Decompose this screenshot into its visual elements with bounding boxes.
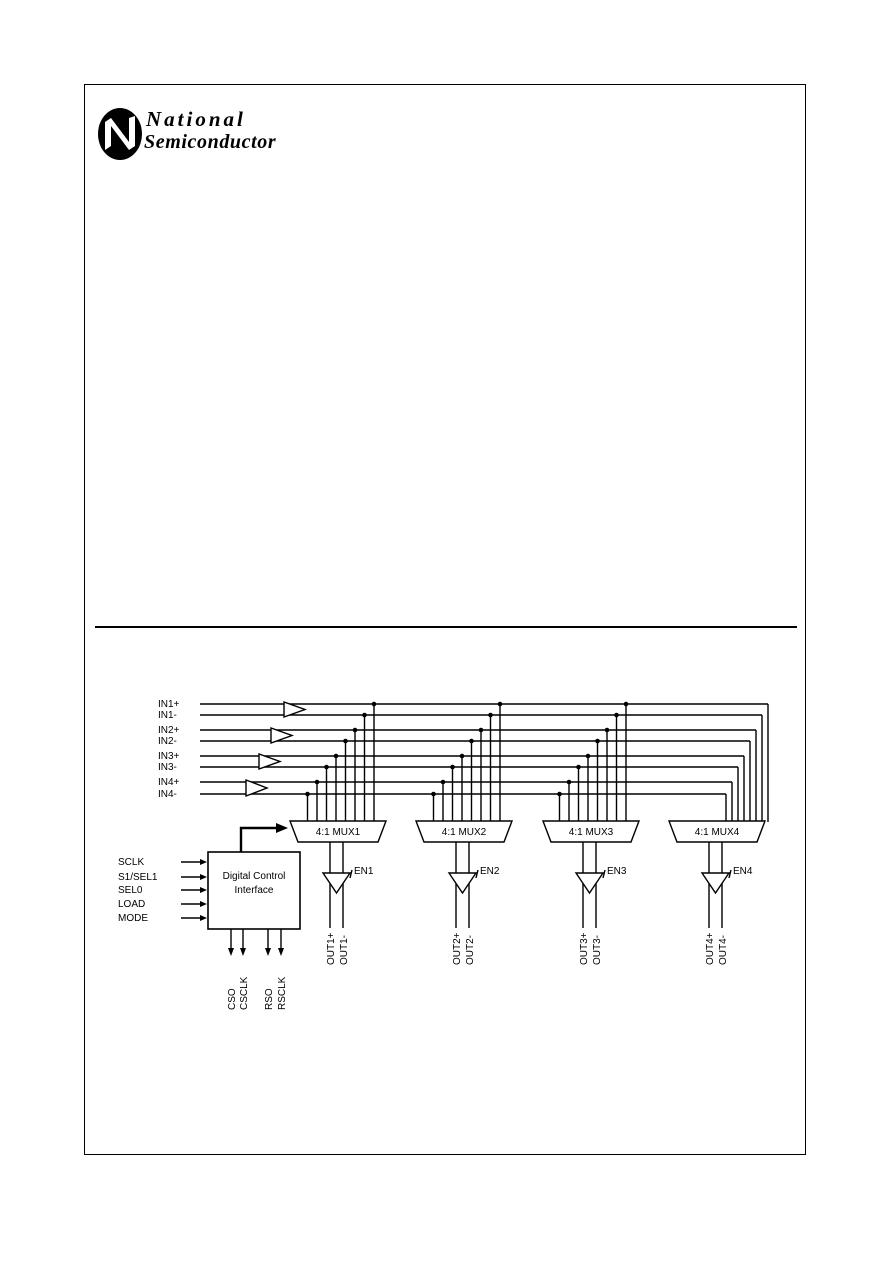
control-output-label-1: CSO — [227, 988, 238, 1010]
enable-label-1: EN1 — [354, 866, 374, 877]
junction-dot — [343, 738, 348, 744]
junction-dot — [450, 764, 455, 770]
junction-dot — [352, 727, 358, 733]
input-buffer-icon — [245, 778, 269, 798]
mux-4 — [667, 820, 767, 843]
arrowhead-icon — [265, 948, 271, 956]
control-output-label-4: RSCLK — [277, 976, 288, 1010]
junction-dot — [604, 727, 610, 733]
arrowhead-icon — [228, 948, 234, 956]
mux-label-4: 4:1 MUX4 — [695, 827, 740, 838]
output-buffer-icon — [700, 872, 731, 895]
junction-dot — [371, 701, 377, 707]
input-label-6: IN3- — [158, 762, 177, 773]
enable-label-3: EN3 — [607, 866, 627, 877]
control-bus-arrowhead — [276, 823, 288, 833]
control-output-label-3: RSO — [264, 988, 275, 1010]
output-label-pos-2: OUT2+ — [452, 932, 463, 965]
junction-dot — [585, 753, 591, 759]
input-label-2: IN1- — [158, 710, 177, 721]
junction-dot — [557, 791, 562, 797]
control-output-label-2: CSCLK — [239, 976, 250, 1010]
mux-label-3: 4:1 MUX3 — [569, 827, 614, 838]
digital-control-interface-block — [207, 851, 301, 930]
output-label-neg-3: OUT3- — [592, 935, 603, 965]
junction-dot — [623, 701, 629, 707]
input-label-5: IN3+ — [158, 751, 180, 762]
control-label-line1: Digital Control — [223, 871, 286, 882]
output-buffer-icon — [447, 872, 478, 895]
junction-dot — [488, 712, 493, 718]
diagram-shapes — [200, 701, 767, 956]
input-buffer-icon — [270, 727, 295, 744]
enable-label-4: EN4 — [733, 866, 753, 877]
junction-dot — [324, 764, 329, 770]
input-label-1: IN1+ — [158, 699, 180, 710]
output-label-pos-1: OUT1+ — [326, 932, 337, 965]
junction-dot — [614, 712, 619, 718]
junction-dot — [431, 791, 436, 797]
ns-logo-icon — [98, 108, 142, 160]
junction-dot — [362, 712, 367, 718]
arrowhead-icon — [200, 901, 207, 907]
arrowhead-icon — [200, 859, 207, 865]
mux-1 — [288, 820, 388, 843]
junction-dots — [305, 701, 629, 797]
mux-3 — [541, 820, 641, 843]
junction-dot — [314, 779, 320, 785]
enable-wire — [349, 869, 353, 879]
output-label-neg-4: OUT4- — [718, 935, 729, 965]
mux-label-2: 4:1 MUX2 — [442, 827, 487, 838]
page-frame — [84, 84, 806, 1155]
output-label-neg-1: OUT1- — [339, 935, 350, 965]
mux-2 — [414, 820, 514, 843]
diagram-labels: IN1+IN1- IN2+IN2- IN3+IN3- IN4+IN4- 4:1 MUX1… — [118, 699, 753, 1010]
control-input-label-3: SEL0 — [118, 885, 143, 896]
mux-label-1: 4:1 MUX1 — [316, 827, 361, 838]
national-semiconductor-logo: National Semiconductor — [96, 104, 306, 164]
junction-dot — [305, 791, 310, 797]
output-buffer-icon — [574, 872, 605, 895]
logo-text-semiconductor: Semiconductor — [144, 131, 277, 153]
input-label-7: IN4+ — [158, 777, 180, 788]
junction-dot — [595, 738, 600, 744]
output-label-neg-2: OUT2- — [465, 935, 476, 965]
input-label-8: IN4- — [158, 789, 177, 800]
logo-text-national: National — [146, 107, 246, 131]
junction-dot — [459, 753, 465, 759]
input-label-3: IN2+ — [158, 725, 180, 736]
output-label-pos-3: OUT3+ — [579, 932, 590, 965]
arrowhead-icon — [200, 874, 207, 880]
arrowhead-icon — [240, 948, 246, 956]
enable-wire — [728, 869, 732, 879]
input-buffer-icon — [283, 701, 308, 718]
control-input-label-4: LOAD — [118, 899, 145, 910]
arrowhead-icon — [200, 887, 207, 893]
control-input-label-5: MODE — [118, 913, 148, 924]
output-buffer-icon — [321, 872, 352, 895]
enable-wire — [475, 869, 479, 879]
control-label-line2: Interface — [235, 885, 274, 896]
section-divider — [95, 626, 797, 628]
junction-dot — [566, 779, 572, 785]
input-buffer-icon — [258, 753, 283, 770]
arrowhead-icon — [200, 915, 207, 921]
control-bus-arrow — [239, 826, 276, 852]
output-label-pos-4: OUT4+ — [705, 932, 716, 965]
enable-label-2: EN2 — [480, 866, 500, 877]
enable-wire — [602, 869, 606, 879]
control-input-label-2: S1/SEL1 — [118, 872, 158, 883]
input-label-4: IN2- — [158, 736, 177, 747]
junction-dot — [440, 779, 446, 785]
junction-dot — [469, 738, 474, 744]
junction-dot — [576, 764, 581, 770]
control-input-label-1: SCLK — [118, 857, 144, 868]
signal-wires — [181, 703, 769, 950]
junction-dot — [497, 701, 503, 707]
junction-dot — [478, 727, 484, 733]
junction-dot — [333, 753, 339, 759]
arrowhead-icon — [278, 948, 284, 956]
